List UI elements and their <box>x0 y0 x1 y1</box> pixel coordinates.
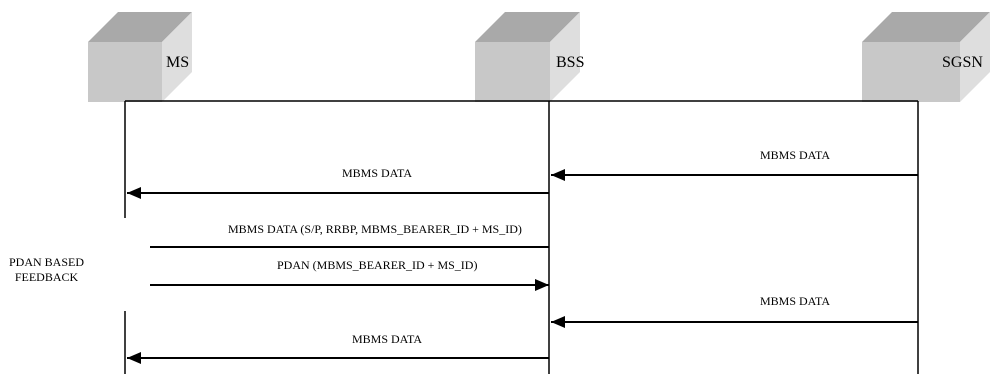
bss-label: BSS <box>556 54 585 71</box>
ms-box-front <box>88 42 162 102</box>
message-label-3: MBMS DATA (S/P, RRBP, MBMS_BEARER_ID + M… <box>228 222 522 236</box>
message-label-2: MBMS DATA <box>342 166 413 180</box>
bss-box-top <box>475 12 580 42</box>
ms-box-side <box>162 12 192 102</box>
sgsn-label: SGSN <box>942 54 983 71</box>
feedback-group-label: PDAN BASED FEEDBACK <box>9 255 84 285</box>
ms-box-top <box>88 12 192 42</box>
bss-box-side <box>550 12 580 102</box>
ms-label: MS <box>166 54 190 71</box>
sgsn-box-top <box>862 12 990 42</box>
bss-node <box>475 12 580 102</box>
sgsn-box-side <box>960 12 990 102</box>
message-label-1: MBMS DATA <box>760 148 831 162</box>
feedback-group-line2: FEEDBACK <box>14 270 79 284</box>
message-label-6: MBMS DATA <box>352 332 423 346</box>
ms-node <box>88 12 192 102</box>
message-label-4: PDAN (MBMS_BEARER_ID + MS_ID) <box>277 258 478 272</box>
bss-box-front <box>475 42 550 102</box>
message-label-5: MBMS DATA <box>760 294 831 308</box>
sgsn-node <box>862 12 990 102</box>
feedback-group-line1: PDAN BASED <box>9 255 85 269</box>
sgsn-box-front <box>862 42 960 102</box>
